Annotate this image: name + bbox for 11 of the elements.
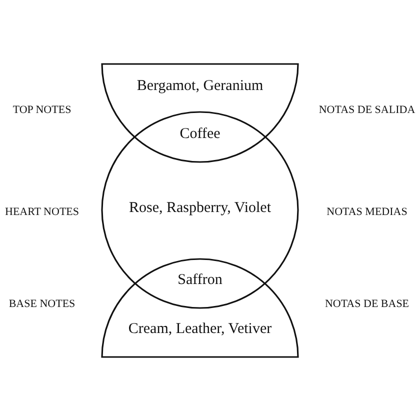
- section-label: HEART NOTES: [5, 207, 79, 218]
- section-label: NOTAS DE SALIDA: [318, 105, 416, 116]
- note-text: Saffron: [178, 273, 222, 288]
- note-text: Rose, Raspberry, Violet: [129, 200, 271, 216]
- section-label: NOTAS MEDIAS: [326, 207, 408, 218]
- section-label: BASE NOTES: [8, 299, 76, 310]
- note-text: Coffee: [180, 127, 220, 142]
- section-label: TOP NOTES: [12, 105, 72, 116]
- section-label: NOTAS DE BASE: [324, 299, 410, 310]
- note-text: Bergamot, Geranium: [136, 78, 264, 94]
- note-text: Cream, Leather, Vetiver: [128, 321, 272, 337]
